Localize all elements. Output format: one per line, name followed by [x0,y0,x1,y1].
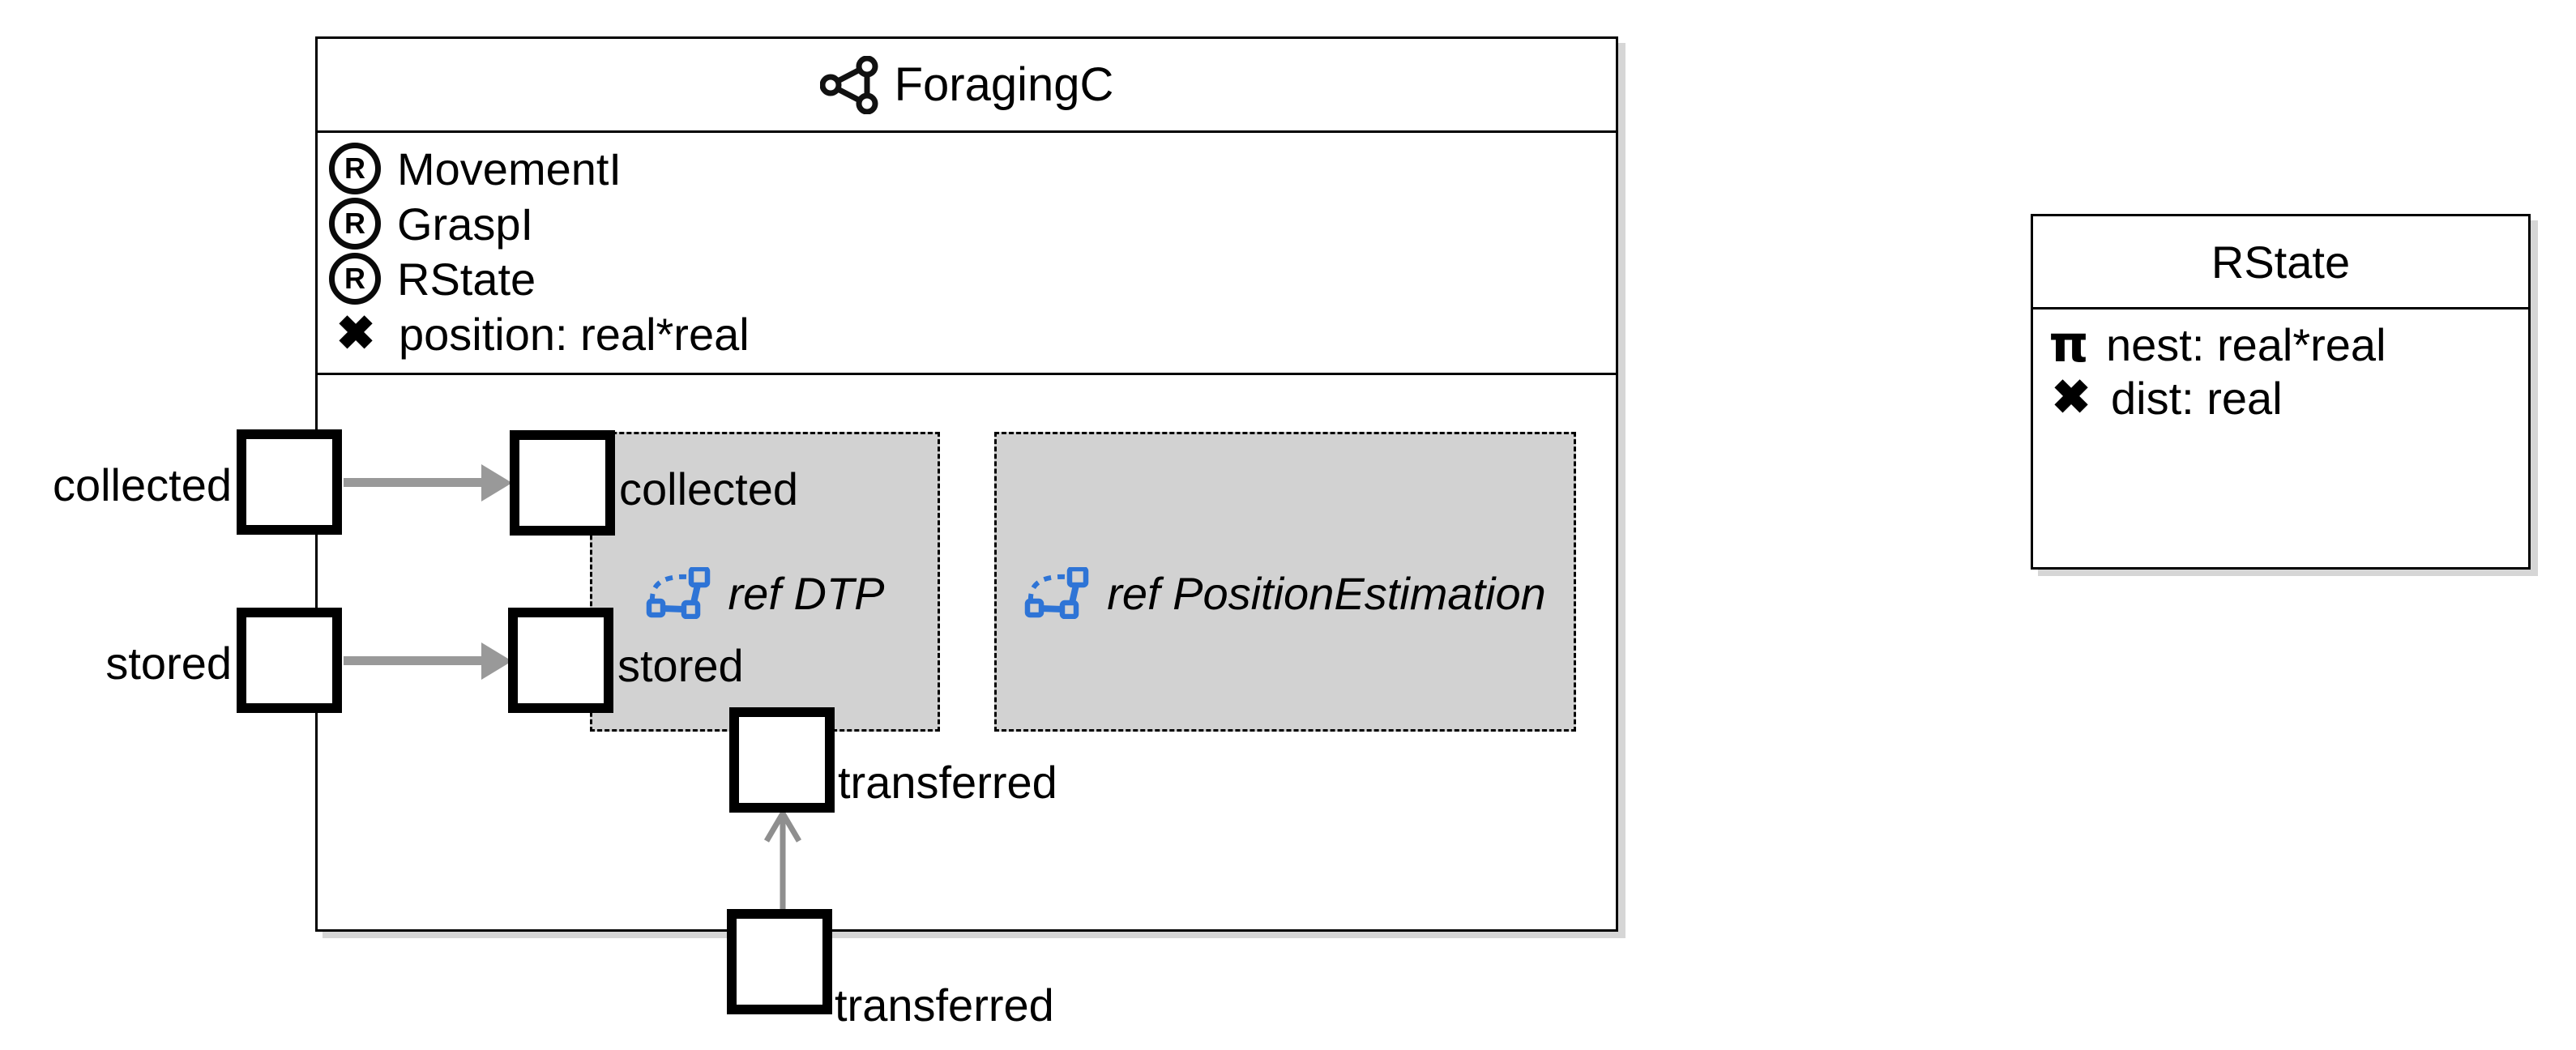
port-label-stored-outer: stored [105,638,232,689]
port-outer-collected[interactable] [237,429,342,535]
interface-item: R GraspI [329,196,1616,251]
interface-item: R MovementI [329,141,1616,196]
interface-item: R RState [329,251,1616,306]
pi-icon: π [2048,314,2089,373]
region-label: ref PositionEstimation [1107,567,1546,619]
attribute-item: ✖ position: real*real [329,306,1616,361]
circled-r-icon: R [329,143,381,194]
region-ref-position-estimation[interactable]: ref PositionEstimation [994,432,1576,732]
attribute-label: position: real*real [399,308,750,360]
component-header: ForagingC [318,39,1616,133]
port-outer-stored[interactable] [237,608,342,713]
class-title: RState [2211,236,2351,288]
interface-list: R MovementI R GraspI R RState ✖ position… [318,133,1616,375]
port-inner-collected[interactable] [510,430,615,536]
port-outer-transferred[interactable] [727,909,832,1014]
region-label: ref DTP [728,567,885,619]
port-label-transferred-outer: transferred [835,980,1054,1031]
attribute-list: π nest: real*real ✖ dist: real [2033,309,2528,425]
attribute-item: π nest: real*real [2044,318,2528,371]
class-header: RState [2033,216,2528,309]
interface-label: RState [397,253,536,305]
attribute-label: nest: real*real [2106,318,2386,370]
port-label-transferred-inner: transferred [838,757,1057,808]
rstate-class-node[interactable]: RState π nest: real*real ✖ dist: real [2031,214,2531,570]
attribute-label: dist: real [2111,372,2283,424]
ref-icon [646,567,714,619]
x-attribute-icon: ✖ [2051,371,2091,424]
interface-label: GraspI [397,198,534,250]
connector-transferred-arrow [754,804,812,914]
ref-icon [1024,567,1092,619]
port-label-stored-inner: stored [617,640,744,691]
attribute-item: ✖ dist: real [2044,371,2528,425]
x-attribute-icon: ✖ [335,307,376,360]
port-inner-transferred[interactable] [729,707,835,813]
circled-r-icon: R [329,198,381,250]
circled-r-icon: R [329,253,381,305]
component-title: ForagingC [894,58,1114,111]
connector-collected-arrowhead-icon [481,464,512,502]
connector-stored-arrowhead-icon [481,642,512,680]
connector-collected-line [344,478,483,487]
port-inner-stored[interactable] [508,608,613,713]
component-icon [819,55,882,114]
connector-stored-line [344,656,483,665]
port-label-collected-inner: collected [619,463,799,514]
port-label-collected-outer: collected [52,459,232,510]
interface-label: MovementI [397,143,622,194]
